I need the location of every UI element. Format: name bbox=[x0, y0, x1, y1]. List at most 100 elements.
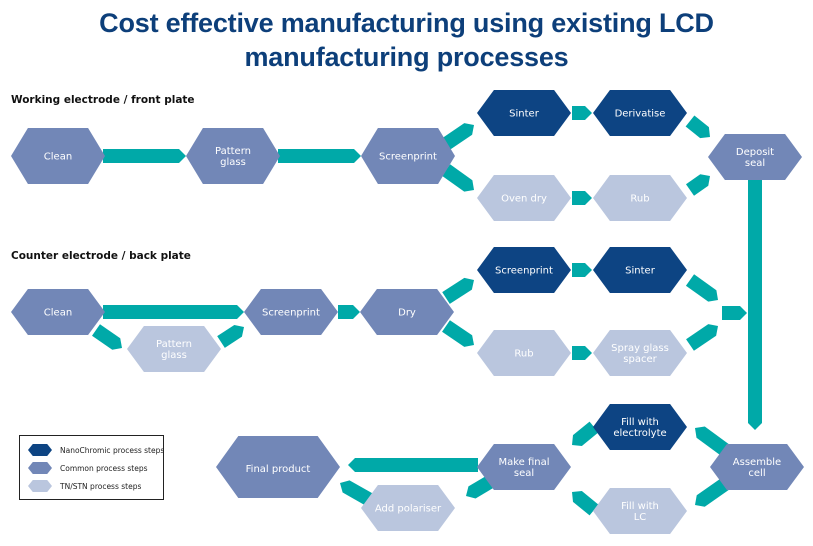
tn-stn-swatch-icon bbox=[28, 480, 52, 492]
connector-arrow bbox=[442, 123, 474, 150]
w-clean-to-pattern bbox=[103, 149, 186, 163]
nanochromic-swatch-icon bbox=[28, 444, 52, 456]
connector-arrow bbox=[442, 277, 474, 304]
hexagon-shape bbox=[708, 134, 802, 180]
process-step-label: Sinter bbox=[509, 109, 540, 120]
connector-arrow bbox=[572, 263, 592, 277]
process-step-w-sinter: Sinter bbox=[477, 90, 571, 136]
process-step-label: Deposit bbox=[736, 147, 774, 158]
hexagon-shape bbox=[127, 326, 221, 372]
connector-arrow bbox=[572, 346, 592, 360]
hexagon-shape bbox=[244, 289, 338, 335]
connector-arrow bbox=[572, 191, 592, 205]
w-rub-to-deposit bbox=[685, 174, 710, 196]
hexagon-shape bbox=[477, 330, 571, 376]
process-step-w-ovendry: Oven dry bbox=[477, 175, 571, 221]
process-step-label: Dry bbox=[398, 308, 416, 319]
section-label-working-electrode: Working electrode / front plate bbox=[11, 94, 195, 106]
process-step-label: Spray glass bbox=[611, 343, 669, 354]
w-screenprint-to-sinter bbox=[442, 123, 474, 150]
legend-item-common: Common process steps bbox=[28, 461, 148, 475]
hexagon-shape bbox=[11, 128, 105, 184]
process-step-label: Final product bbox=[246, 464, 311, 475]
connectors bbox=[92, 106, 762, 516]
w-derivatise-to-deposit bbox=[685, 115, 710, 139]
process-step-label: Clean bbox=[44, 308, 72, 319]
process-step-label: Rub bbox=[630, 194, 649, 205]
process-step-label: Clean bbox=[44, 152, 72, 163]
title-line-2: manufacturing processes bbox=[244, 42, 569, 72]
hexagon-shape bbox=[477, 175, 571, 221]
process-step-c-dry: Dry bbox=[360, 289, 454, 335]
connector-arrow bbox=[572, 106, 592, 120]
hexagon-shape bbox=[186, 128, 280, 184]
process-step-label: Screenprint bbox=[262, 308, 320, 319]
page-title: Cost effective manufacturing using exist… bbox=[0, 6, 813, 74]
legend: NanoChromic process steps Common process… bbox=[19, 435, 164, 500]
c-sinter-merge bbox=[685, 274, 718, 302]
process-step-label: spacer bbox=[623, 354, 657, 365]
c-pattern-to-screenprint bbox=[217, 324, 244, 348]
hexagon-shape bbox=[11, 289, 105, 335]
section-label-counter-electrode: Counter electrode / back plate bbox=[11, 250, 191, 262]
process-step-label: Derivatise bbox=[615, 109, 666, 120]
process-step-label: Fill with bbox=[621, 501, 659, 512]
make-seal-to-final-product bbox=[348, 458, 478, 472]
c-screenprint2-to-sinter bbox=[572, 263, 592, 277]
hexagon-shape bbox=[593, 247, 687, 293]
assemble-to-fill-electrolyte bbox=[695, 426, 730, 456]
w-ovendry-to-rub bbox=[572, 191, 592, 205]
hexagon-shape bbox=[216, 436, 340, 498]
process-step-final-product: Final product bbox=[216, 436, 340, 498]
w-pattern-to-screenprint bbox=[278, 149, 361, 163]
common-swatch-icon bbox=[28, 462, 52, 474]
connector-arrow bbox=[278, 149, 361, 163]
hexagon-shape bbox=[593, 175, 687, 221]
fill-electrolyte-to-make-seal bbox=[572, 421, 599, 446]
process-step-label: glass bbox=[220, 157, 246, 168]
process-step-c-screenprint2: Screenprint bbox=[477, 247, 571, 293]
process-step-c-rub: Rub bbox=[477, 330, 571, 376]
hexagon-shape bbox=[710, 444, 804, 490]
connector-arrow bbox=[695, 478, 730, 507]
w-sinter-to-derivatise bbox=[572, 106, 592, 120]
connector-arrow bbox=[340, 480, 374, 507]
process-step-w-rub: Rub bbox=[593, 175, 687, 221]
add-polariser-to-final-product bbox=[340, 480, 374, 507]
connector-arrow bbox=[748, 180, 762, 430]
assemble-to-fill-lc bbox=[695, 478, 730, 507]
connector-arrow bbox=[685, 274, 718, 302]
c-screenprint-to-dry bbox=[338, 305, 360, 319]
process-step-w-screenprint: Screenprint bbox=[361, 128, 455, 184]
connector-arrow bbox=[695, 426, 730, 456]
connector-arrow bbox=[685, 174, 710, 196]
connector-arrow bbox=[685, 115, 710, 139]
hexagon-shape bbox=[477, 90, 571, 136]
c-dry-to-screenprint2 bbox=[442, 277, 474, 304]
process-step-c-screenprint: Screenprint bbox=[244, 289, 338, 335]
hexagon-shape bbox=[593, 90, 687, 136]
hexagon-shape bbox=[361, 128, 455, 184]
connector-arrow bbox=[722, 306, 747, 320]
hexagon-shape bbox=[593, 330, 687, 376]
connector-arrow bbox=[103, 305, 244, 319]
hexagon-shape bbox=[593, 404, 687, 450]
connector-arrow bbox=[572, 491, 599, 516]
connector-arrow bbox=[103, 149, 186, 163]
hexagon-shape bbox=[361, 485, 455, 531]
process-step-label: Pattern bbox=[156, 339, 192, 350]
c-spray-merge bbox=[686, 324, 718, 351]
process-step-label: seal bbox=[745, 158, 765, 169]
hexagon-shape bbox=[593, 488, 687, 534]
title-line-1: Cost effective manufacturing using exist… bbox=[99, 8, 714, 38]
legend-label: Common process steps bbox=[60, 463, 148, 473]
process-step-c-clean: Clean bbox=[11, 289, 105, 335]
connector-arrow bbox=[572, 421, 599, 446]
